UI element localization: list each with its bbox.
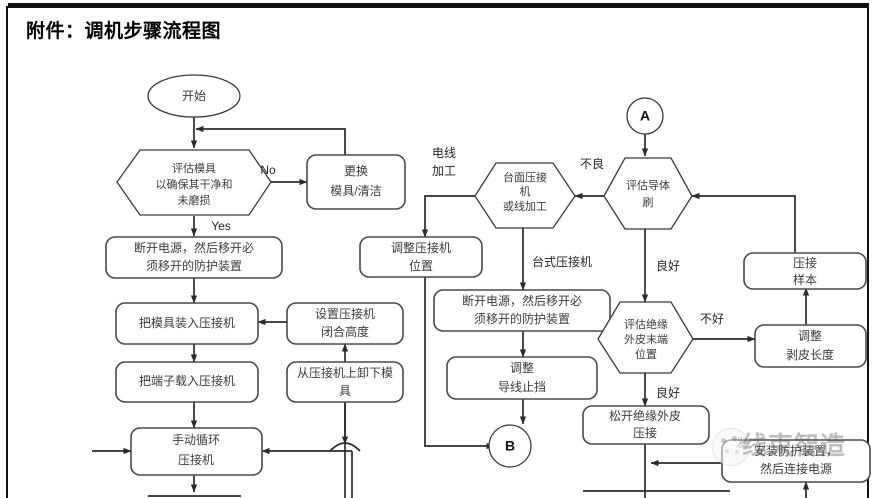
node-connector-b[interactable]: B bbox=[488, 424, 532, 468]
node-bench-or-wire-line1: 台面压接 bbox=[503, 170, 547, 184]
node-release-insul[interactable]: 松开绝缘外皮 压接 bbox=[582, 405, 710, 445]
node-power-off-1-line2: 须移开的防护装置 bbox=[146, 258, 242, 273]
connector-a-circle bbox=[626, 97, 664, 135]
node-eval-brush-line1: 评估导体 bbox=[626, 178, 670, 192]
edge-bench-or-wire-to-adjust-press bbox=[421, 195, 475, 238]
node-start[interactable]: 开始 bbox=[147, 74, 241, 118]
node-eval-die-line1: 评估模具 bbox=[172, 162, 216, 175]
node-set-height-line1: 设置压接机 bbox=[315, 306, 375, 321]
flow-edges bbox=[92, 114, 810, 498]
node-reconnect[interactable]: 安装防护装置， 然后连接电源 bbox=[721, 439, 871, 483]
edge-label-yes: Yes bbox=[211, 219, 231, 233]
edge-adjust-press-to-conn-b bbox=[424, 277, 495, 450]
eval-insul-hexagon bbox=[597, 301, 694, 374]
node-adjust-stop-line2: 导线止挡 bbox=[498, 380, 546, 394]
node-eval-die-line3: 未磨损 bbox=[178, 193, 211, 207]
node-reconnect-line1: 安装防护装置， bbox=[754, 443, 838, 458]
page-title: 附件：调机步骤流程图 bbox=[26, 21, 222, 42]
node-power-off-2[interactable]: 断开电源，然后移开必 须移开的防护装置 bbox=[433, 289, 611, 332]
node-bench-or-wire-line2: 机 bbox=[520, 184, 531, 198]
node-load-term-label: 把端子载入压接机 bbox=[139, 373, 235, 388]
node-manual-cycle-line1: 手动循环 bbox=[172, 433, 220, 447]
crimp-sample-box bbox=[743, 252, 867, 290]
node-replace-die-line1: 更换 bbox=[344, 164, 368, 178]
node-adjust-strip-line1: 调整 bbox=[798, 328, 822, 343]
node-set-height[interactable]: 设置压接机 闭合高度 bbox=[286, 302, 404, 345]
node-eval-brush-line2: 刷 bbox=[643, 196, 654, 209]
node-set-height-line2: 闭合高度 bbox=[321, 324, 369, 339]
edge-label-bench-press: 台式压接机 bbox=[532, 254, 592, 269]
unload-die-box bbox=[286, 361, 404, 403]
node-adjust-stop-line1: 调整 bbox=[510, 360, 534, 375]
power-off-2-box bbox=[433, 289, 611, 332]
start-ellipse bbox=[147, 74, 241, 118]
node-crimp-sample-line2: 样本 bbox=[793, 272, 817, 287]
edge-label-wire-processing-line1: 电线 bbox=[432, 146, 456, 160]
node-power-off-1-line1: 断开电源，然后移开必 bbox=[134, 240, 254, 255]
edge-label-good-1: 良好 bbox=[656, 258, 680, 273]
node-load-term[interactable]: 把端子载入压接机 bbox=[115, 361, 259, 403]
edge-label-wire-processing-line2: 加工 bbox=[432, 164, 456, 178]
node-crimp-sample-line1: 压接 bbox=[793, 255, 817, 270]
node-eval-insul-line2: 外皮末端 bbox=[624, 332, 668, 346]
page-frame-shadow bbox=[8, 3, 869, 6]
node-adjust-stop[interactable]: 调整 导线止挡 bbox=[446, 356, 598, 400]
node-adjust-strip-line2: 剥皮长度 bbox=[786, 347, 834, 362]
connector-a-label: A bbox=[640, 108, 650, 124]
node-eval-brush[interactable]: 评估导体 刷 bbox=[603, 157, 693, 230]
node-manual-cycle-line2: 压接机 bbox=[178, 452, 214, 467]
edge-label-good-2: 良好 bbox=[656, 385, 680, 400]
node-load-die-label: 把模具装入压接机 bbox=[139, 315, 235, 330]
node-adjust-press[interactable]: 调整压接机 位置 bbox=[359, 236, 483, 278]
node-replace-die[interactable]: 更换 模具/清洁 bbox=[306, 154, 406, 210]
node-bench-or-wire[interactable]: 台面压接 机 或线加工 bbox=[474, 162, 576, 229]
set-height-box bbox=[286, 302, 404, 345]
adjust-press-box bbox=[359, 236, 483, 278]
node-reconnect-line2: 然后连接电源 bbox=[760, 461, 832, 476]
node-adjust-press-line1: 调整压接机 bbox=[391, 240, 451, 255]
bench-or-wire-hexagon bbox=[474, 162, 576, 229]
release-insul-box bbox=[582, 405, 710, 445]
node-connector-a[interactable]: A bbox=[626, 97, 664, 135]
node-replace-die-line2: 模具/清洁 bbox=[330, 184, 381, 198]
edge-replace-die-to-eval-die bbox=[195, 125, 346, 155]
load-term-box bbox=[115, 361, 259, 403]
node-release-insul-line2: 压接 bbox=[633, 425, 657, 440]
eval-die-hexagon bbox=[116, 149, 272, 216]
node-start-label: 开始 bbox=[182, 89, 206, 103]
edge-label-bad: 不良 bbox=[580, 156, 604, 171]
node-power-off-2-line2: 须移开的防护装置 bbox=[474, 311, 570, 326]
node-unload-die-line1: 从压接机上卸下模 bbox=[297, 365, 393, 380]
node-bench-or-wire-line3: 或线加工 bbox=[503, 199, 547, 213]
connector-b-circle bbox=[488, 424, 532, 468]
node-eval-insul-line1: 评估绝缘 bbox=[624, 317, 668, 331]
load-die-box bbox=[115, 302, 259, 345]
adjust-stop-box bbox=[446, 356, 598, 400]
power-off-1-box bbox=[105, 236, 283, 279]
node-eval-insul[interactable]: 评估绝缘 外皮末端 位置 bbox=[597, 301, 694, 374]
node-eval-insul-line3: 位置 bbox=[635, 347, 657, 361]
adjust-strip-box bbox=[754, 324, 867, 368]
replace-die-box bbox=[306, 154, 406, 210]
node-manual-cycle[interactable]: 手动循环 压接机 bbox=[130, 427, 263, 476]
node-adjust-press-line2: 位置 bbox=[409, 258, 433, 273]
node-unload-die[interactable]: 从压接机上卸下模 具 bbox=[286, 361, 404, 403]
edge-crimp-sample-to-eval-brush bbox=[691, 192, 796, 253]
node-eval-die-line2: 以确保其干净和 bbox=[156, 177, 233, 191]
node-eval-die[interactable]: 评估模具 以确保其干净和 未磨损 bbox=[116, 149, 272, 216]
node-unload-die-line2: 具 bbox=[339, 384, 351, 398]
node-release-insul-line1: 松开绝缘外皮 bbox=[609, 408, 681, 423]
node-crimp-sample[interactable]: 压接 样本 bbox=[743, 252, 867, 290]
manual-cycle-box bbox=[130, 427, 263, 476]
eval-brush-hexagon bbox=[603, 157, 693, 230]
node-load-die[interactable]: 把模具装入压接机 bbox=[115, 302, 259, 345]
connector-b-label: B bbox=[505, 438, 515, 454]
node-adjust-strip[interactable]: 调整 剥皮长度 bbox=[754, 324, 867, 368]
node-power-off-2-line1: 断开电源，然后移开必 bbox=[462, 293, 582, 308]
node-power-off-1[interactable]: 断开电源，然后移开必 须移开的防护装置 bbox=[105, 236, 283, 279]
edge-label-no: No bbox=[260, 163, 276, 177]
edge-label-poor: 不好 bbox=[700, 312, 724, 326]
